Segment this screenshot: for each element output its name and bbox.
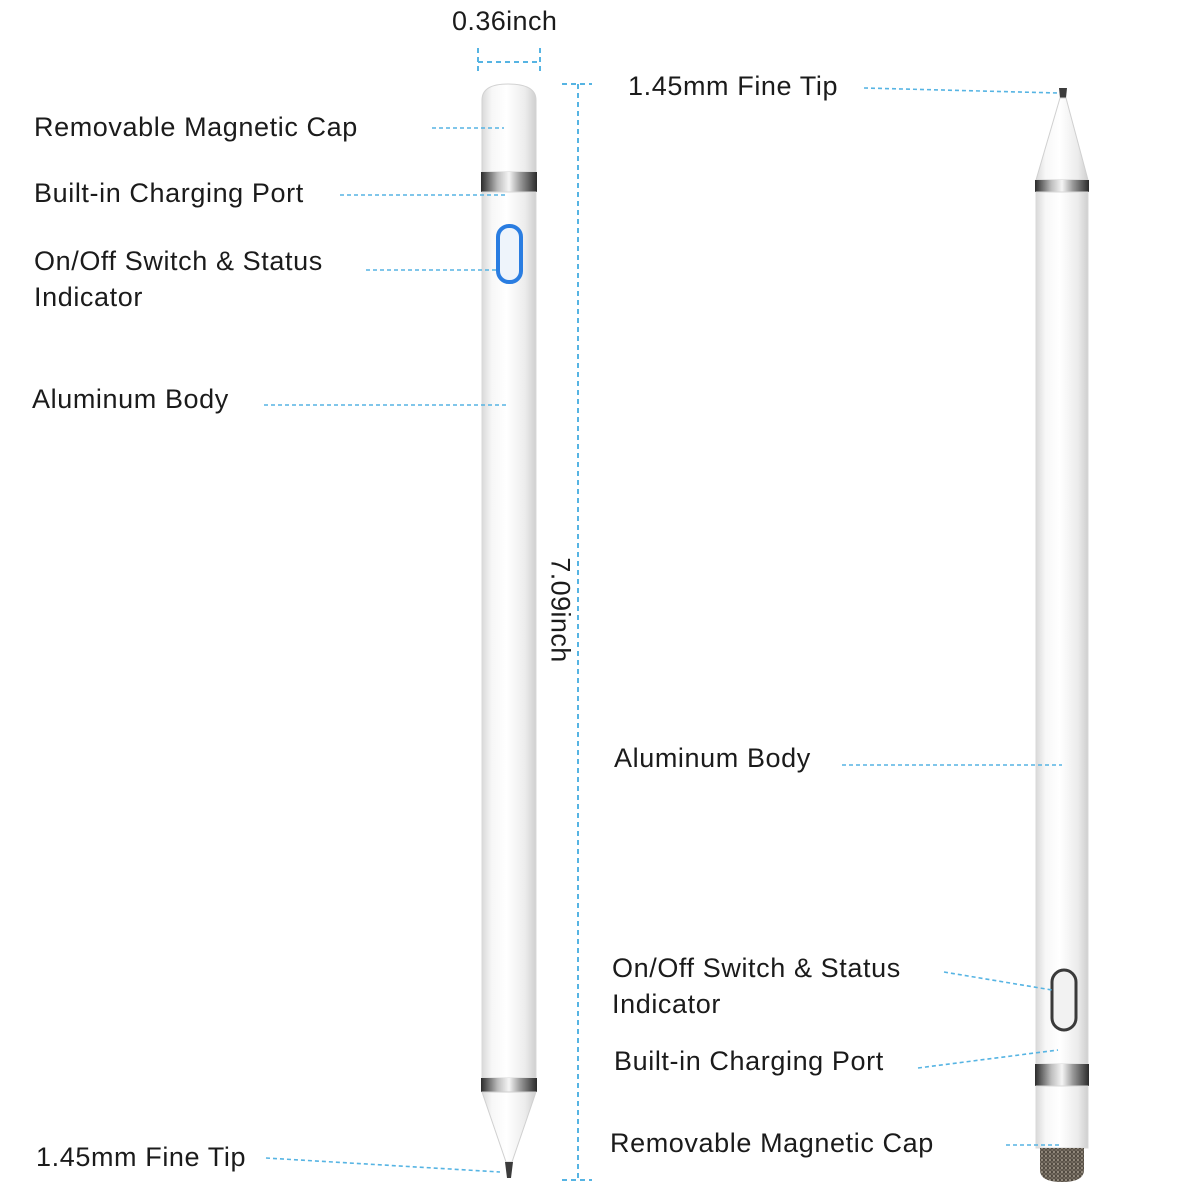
left-tip-label: 1.45mm Fine Tip [36,1142,247,1172]
width-dimension-label: 0.36inch [452,6,558,36]
left-switch [496,224,523,284]
dimension-lines [477,48,592,1181]
leader-right-port [917,1049,1059,1069]
left-body-label: Aluminum Body [32,384,229,414]
left-bottom-ring [481,1078,537,1092]
right-port-label: Built-in Charging Port [614,1046,884,1076]
left-tip-cone [481,1091,537,1163]
length-dimension-label: 7.09inch [545,557,576,663]
left-tip-point [505,1162,513,1178]
right-bottom-ring [1035,1064,1089,1086]
left-port-label: Built-in Charging Port [34,178,304,208]
right-body-label: Aluminum Body [614,743,811,773]
right-tip-label: 1.45mm Fine Tip [628,71,839,101]
right-top-ring [1035,180,1089,192]
leader-right-tip [863,87,1059,94]
right-cap [1035,1085,1089,1149]
left-cap [481,83,537,173]
right-mesh-tip [1040,1148,1084,1182]
leader-lines [264,87,1062,1173]
leader-left-tip [265,1157,501,1173]
leader-right-switch [943,971,1053,991]
left-top-ring [481,172,537,192]
left-stylus [481,83,537,1178]
right-cap-label: Removable Magnetic Cap [610,1128,934,1158]
right-body [1035,191,1089,1065]
left-cap-label: Removable Magnetic Cap [34,112,358,142]
right-switch [1050,968,1078,1032]
left-body [481,191,537,1079]
right-tip-cone [1035,97,1089,181]
left-switch-label: On/Off Switch & Status Indicator [34,246,323,312]
right-tip-point [1059,88,1067,98]
right-stylus [1035,88,1089,1182]
right-switch-label: On/Off Switch & Status Indicator [612,953,901,1019]
